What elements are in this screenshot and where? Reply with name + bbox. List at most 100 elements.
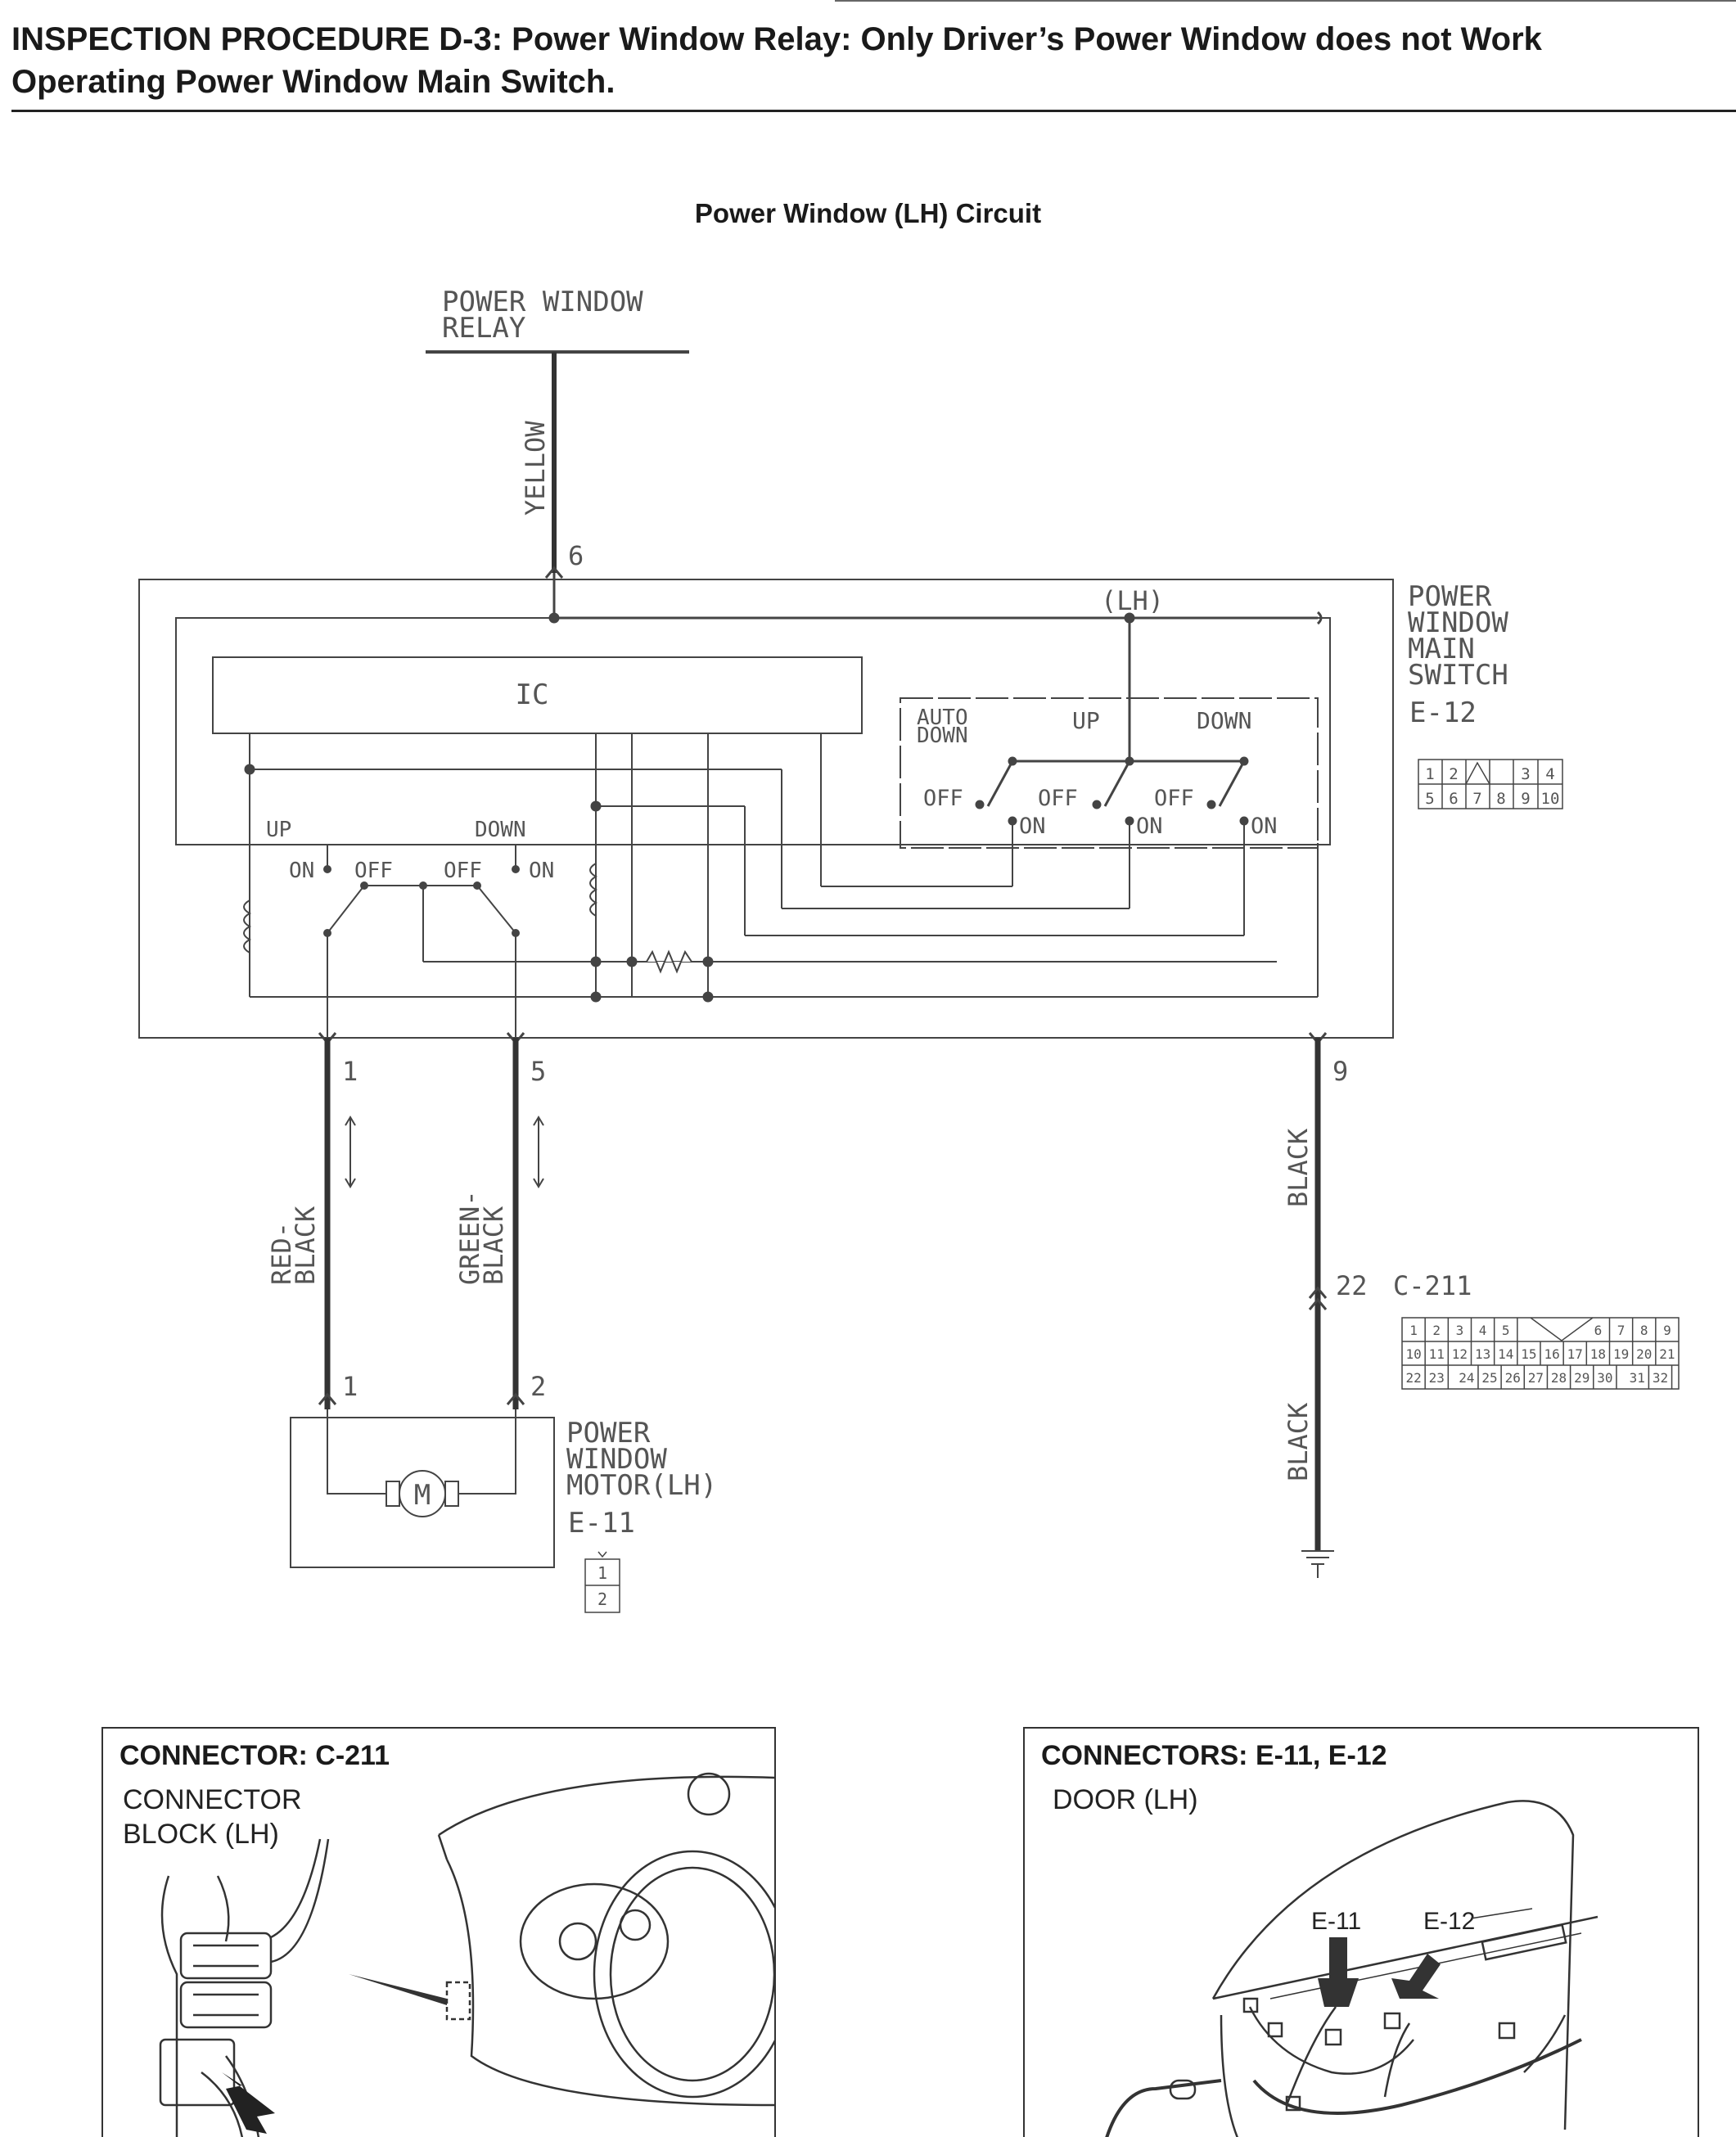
header-line-2: Operating Power Window Main Switch. xyxy=(11,64,615,100)
c211-pin-21: 21 xyxy=(1659,1346,1675,1362)
motor-name-1: POWER xyxy=(566,1417,651,1449)
relay-up-on-label: ON xyxy=(289,859,314,883)
top-border-rule xyxy=(835,0,1736,2)
auto-down-label-2: DOWN xyxy=(917,724,968,748)
motor-icon xyxy=(399,1470,446,1517)
harness-wire xyxy=(201,2072,244,2137)
pin-22-label: 22 xyxy=(1336,1270,1368,1301)
connector-housing-lower xyxy=(179,1981,273,2029)
break-mark xyxy=(1316,611,1323,625)
e11-pin-2: 2 xyxy=(597,1589,607,1609)
e12-pin-5: 5 xyxy=(1425,790,1434,808)
e11-pointer-arrow-icon xyxy=(1318,1937,1359,2007)
motor-name-3: MOTOR(LH) xyxy=(566,1469,717,1502)
switch-name-1: POWER xyxy=(1408,580,1492,613)
c211-pin-1: 1 xyxy=(1409,1323,1418,1338)
green-wire-label-1: GREEN- xyxy=(454,1190,485,1285)
c211-pin-5: 5 xyxy=(1502,1323,1510,1338)
relay-coil-up-icon xyxy=(243,899,252,954)
pin-6-arrow xyxy=(544,566,564,579)
e11-connector-icon xyxy=(1324,2028,1342,2046)
connector-icon xyxy=(1242,1997,1259,2013)
relay-label-2: RELAY xyxy=(442,312,525,345)
panel-door-subtitle: DOOR (LH) xyxy=(1053,1784,1198,1815)
relay-down-label: DOWN xyxy=(475,818,526,842)
junction xyxy=(590,800,602,812)
c211-pin-14: 14 xyxy=(1498,1346,1513,1362)
c211-pin-30: 30 xyxy=(1597,1370,1612,1386)
c211-pin-12: 12 xyxy=(1452,1346,1468,1362)
power-window-schematic: POWER WINDOW RELAY YELLOW 6 (LH) POWER W… xyxy=(138,286,1680,1613)
c211-pin-2: 2 xyxy=(1432,1323,1441,1338)
c211-pin-8: 8 xyxy=(1640,1323,1648,1338)
e12-connector-face xyxy=(1418,759,1563,809)
c211-pin-9: 9 xyxy=(1663,1323,1671,1338)
on-label-2: ON xyxy=(1136,814,1163,839)
harness-branch xyxy=(1383,2022,1411,2098)
e12-pin-10: 10 xyxy=(1541,790,1560,808)
connector-c211-housing xyxy=(159,2038,236,2107)
off-label-3: OFF xyxy=(1154,786,1194,811)
dashboard-outline xyxy=(445,1859,774,2107)
relay-down-off-label: OFF xyxy=(444,859,482,883)
c211-pin-15: 15 xyxy=(1521,1346,1536,1362)
harness-branch xyxy=(1285,2006,1337,2106)
junction xyxy=(590,991,602,1003)
green-wire-label-2: BLACK xyxy=(478,1206,509,1285)
connector-location-marker xyxy=(445,1981,471,2021)
relay-up-off-label: OFF xyxy=(354,859,393,883)
door-handle xyxy=(1481,1923,1567,1961)
switch-contacts-box xyxy=(900,697,1319,849)
panel-c211-sub-2: BLOCK (LH) xyxy=(123,1819,279,1850)
relay-down-on-label: ON xyxy=(529,859,554,883)
panel-c211-sub-1: CONNECTOR xyxy=(123,1784,302,1815)
body-outline xyxy=(216,1875,230,1942)
harness-main xyxy=(1105,2079,1222,2137)
e11-pin-1: 1 xyxy=(597,1563,607,1583)
e12-pin-9: 9 xyxy=(1521,790,1530,808)
c211-pin-20: 20 xyxy=(1636,1346,1652,1362)
circuit-title: Power Window (LH) Circuit xyxy=(694,198,1042,228)
pin-5-label: 5 xyxy=(530,1056,546,1087)
c211-pin-18: 18 xyxy=(1590,1346,1606,1362)
gauge-icon xyxy=(558,1922,597,1961)
c211-pin-31: 31 xyxy=(1630,1370,1645,1386)
yellow-wire-label: YELLOW xyxy=(520,421,551,516)
down-contact-label: DOWN xyxy=(1197,707,1251,734)
e12-pin-8: 8 xyxy=(1496,790,1505,808)
motor-pin-arrow xyxy=(318,1392,337,1405)
dashboard-outline xyxy=(438,1775,774,1837)
motor-lead xyxy=(458,1409,516,1495)
on-label-3: ON xyxy=(1251,814,1278,839)
contact-up xyxy=(1092,756,1134,826)
pin-6-label: 6 xyxy=(568,540,584,571)
door-wiring-illustration: E-11 E-12 xyxy=(1105,1800,1598,2137)
c211-pin-29: 29 xyxy=(1574,1370,1589,1386)
steering-wheel-icon xyxy=(593,1850,774,2099)
main-switch-housing xyxy=(138,579,1394,1039)
c211-pin-16: 16 xyxy=(1544,1346,1559,1362)
e12-pointer-arrow-icon xyxy=(1391,1954,1441,1999)
c211-pin-24: 24 xyxy=(1459,1370,1474,1386)
switch-name-4: SWITCH xyxy=(1408,659,1508,692)
c211-pin-19: 19 xyxy=(1613,1346,1629,1362)
connector-icon xyxy=(1285,2095,1301,2112)
motor-housing xyxy=(290,1417,555,1568)
pin-1-label: 1 xyxy=(342,1056,358,1087)
e12-pin-4: 4 xyxy=(1545,765,1554,783)
ic-label: IC xyxy=(516,679,549,711)
red-wire-label-2: BLACK xyxy=(290,1206,321,1285)
connector-icon xyxy=(1267,2022,1283,2038)
resistor-symbol xyxy=(632,949,708,974)
ic-block xyxy=(212,656,863,734)
c211-pin-17: 17 xyxy=(1567,1346,1583,1362)
ground-icon xyxy=(1301,1550,1334,1578)
contact-down xyxy=(1206,756,1249,826)
c211-pin-13: 13 xyxy=(1475,1346,1490,1362)
callout-e12: E-12 xyxy=(1423,1908,1475,1935)
e12-pin-2: 2 xyxy=(1449,765,1458,783)
c211-connector-face xyxy=(1401,1317,1680,1390)
motor-pin-arrow xyxy=(506,1392,525,1405)
motor-brush xyxy=(386,1481,400,1507)
